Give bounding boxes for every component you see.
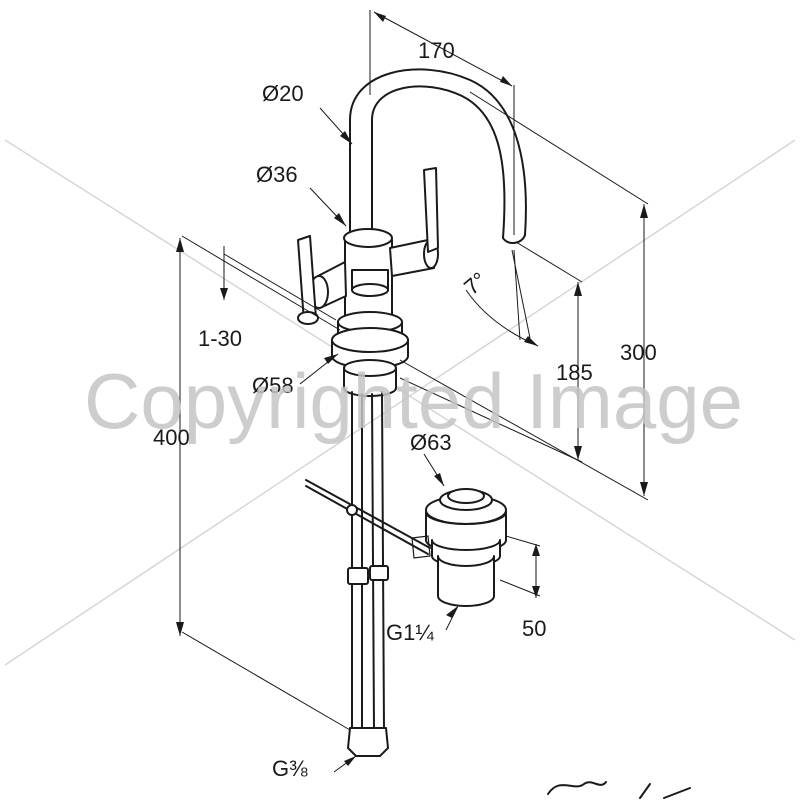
hose-right — [371, 393, 375, 731]
waste-valve — [411, 488, 507, 607]
faucet — [297, 68, 527, 757]
dim-deck-thickness: 1-30 — [198, 326, 242, 351]
hose-fitting — [347, 727, 389, 757]
body-top — [343, 228, 393, 248]
dim-waste-height: 50 — [522, 616, 546, 641]
dim-spout-diameter: Ø20 — [262, 81, 304, 106]
dimension-labels: 170 Ø20 Ø36 1-30 Ø58 400 185 300 7° Ø63 … — [153, 38, 657, 781]
dim-waste-thread: G1¼ — [386, 620, 434, 645]
popup-rod — [305, 479, 431, 549]
dim-body-diameter: Ø36 — [256, 162, 298, 187]
dim-total-height: 400 — [153, 425, 190, 450]
left-lever — [297, 235, 317, 323]
corner-logo — [547, 781, 691, 799]
hose-right-b — [381, 391, 385, 731]
dim-spout-angle: 7° — [459, 267, 491, 300]
dim-waste-diameter: Ø63 — [410, 430, 452, 455]
dim-base-diameter: Ø58 — [252, 373, 294, 398]
spout-tip — [502, 234, 526, 244]
dimension-lines — [176, 10, 649, 773]
watermark-lines — [4, 139, 796, 666]
dim-hose-thread: G⅜ — [272, 756, 308, 781]
dim-outlet-height: 185 — [556, 360, 593, 385]
watermark-text: Copyrighted Image — [84, 357, 743, 445]
dim-spout-height: 300 — [620, 340, 657, 365]
right-lever — [423, 167, 439, 253]
dim-spout-width: 170 — [418, 38, 455, 63]
spout-outer — [349, 68, 527, 241]
spout-inner — [371, 85, 506, 239]
